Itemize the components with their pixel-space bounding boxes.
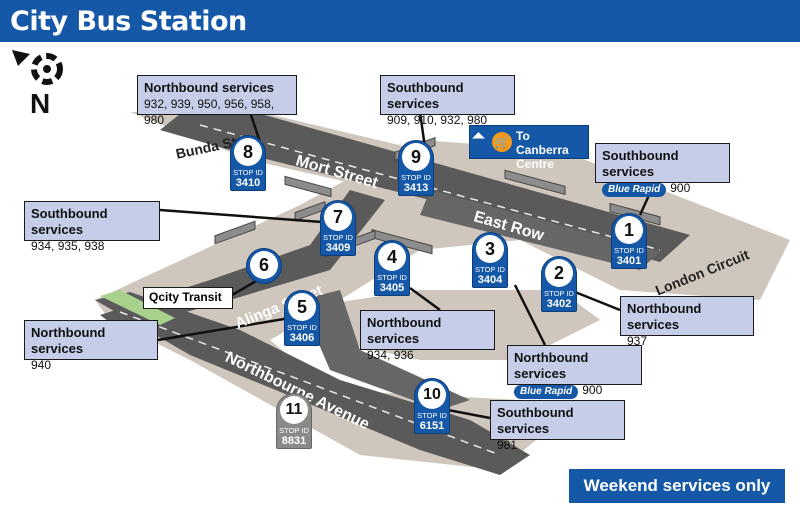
shelter [504,169,566,196]
leader-4 [409,286,441,312]
leader-6 [231,278,259,297]
bus-stop-8: 8 STOP ID 3410 [230,135,266,191]
shelter [284,175,332,198]
bus-stop-5: 5 STOP ID 3406 [284,290,320,346]
callout-stop-2: Northbound services 937 [620,296,754,348]
bus-stop-10: 10 STOP ID 6151 [414,378,450,434]
weekend-services-legend: Weekend services only [569,469,785,503]
title-bar: City Bus Station [0,0,800,42]
leader-7 [159,208,323,224]
callout-stop-9: Southbound services 909, 910, 932, 980 [380,75,515,127]
bus-stop-9: 9 STOP ID 3413 [398,140,434,196]
bus-stop-1: 1 STOP ID 3401 [611,213,647,269]
shelter [214,220,256,245]
bus-stop-7: 7 STOP ID 3409 [320,200,356,256]
callout-stop-4: Northbound services 934, 936 [360,310,495,362]
bus-stop-6: 6 [246,248,282,284]
bus-stop-11: 11 STOP ID 8831 [276,393,312,449]
bus-stop-3: 3 STOP ID 3404 [472,232,508,288]
leader-3 [513,284,547,346]
blue-rapid-badge: Blue Rapid [514,385,579,399]
bus-stop-2: 2 STOP ID 3402 [541,256,577,312]
blue-rapid-badge: Blue Rapid [602,183,667,197]
direction-arrow-icon [472,132,485,145]
compass-icon [12,50,63,85]
east-row-road [420,190,660,270]
qcity-transit-label: Qcity Transit [143,287,233,309]
callout-stop-8: Northbound services 932, 939, 950, 956, … [137,75,297,127]
callout-stop-5: Northbound services 940 [24,320,158,372]
callout-stop-10: Southbound services 981 [490,400,625,452]
callout-stop-7: Southbound services 934, 935, 938 [24,201,160,253]
bus-stop-4: 4 STOP ID 3405 [374,240,410,296]
north-label: N [30,88,51,119]
to-canberra-centre-sign: 🛒 To Canberra Centre [469,125,589,171]
leader-5 [157,316,291,342]
shopping-cart-icon: 🛒 [492,132,512,152]
page-title: City Bus Station [10,6,247,37]
leader-10 [447,408,491,420]
leader-2 [574,290,621,312]
lower-road [300,290,470,410]
green-verge [100,290,175,325]
